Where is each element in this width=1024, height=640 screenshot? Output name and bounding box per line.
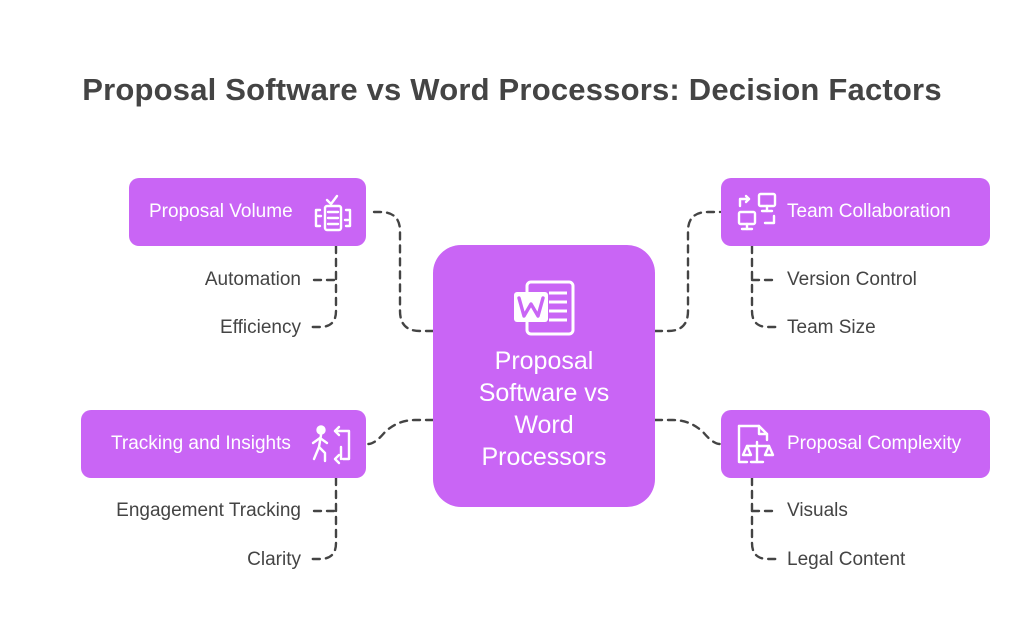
center-label: Proposal Software vs Word Processors bbox=[478, 347, 610, 471]
branch-proposal-complexity: Proposal Complexity bbox=[721, 410, 990, 478]
connector-proposal-volume bbox=[368, 210, 435, 333]
connector-version-control bbox=[750, 244, 778, 329]
sub-item-automation: Automation bbox=[204, 269, 301, 290]
checklist-icon bbox=[314, 194, 352, 232]
branch-tracking-insights: Tracking and Insights bbox=[81, 410, 366, 478]
sub-item-legal-content: Legal Content bbox=[787, 549, 906, 570]
connector-team-collaboration bbox=[653, 210, 722, 333]
sub-item-team-size: Team Size bbox=[787, 317, 876, 338]
sub-item-clarity: Clarity bbox=[247, 549, 301, 570]
diagram-title: Proposal Software vs Word Processors: De… bbox=[82, 72, 942, 107]
connector-proposal-complexity bbox=[653, 418, 722, 446]
connector-engagement-tracking bbox=[310, 476, 338, 561]
branch-label: Proposal Volume bbox=[149, 201, 293, 222]
branch-label: Tracking and Insights bbox=[111, 433, 291, 454]
sub-item-visuals: Visuals bbox=[787, 500, 848, 521]
connector-visuals bbox=[750, 476, 778, 561]
person-tracking-icon bbox=[311, 425, 351, 465]
sub-item-version-control: Version Control bbox=[787, 269, 917, 290]
word-document-icon bbox=[514, 280, 575, 336]
legal-document-icon bbox=[737, 424, 775, 464]
branch-proposal-volume: Proposal Volume bbox=[129, 178, 366, 246]
branch-label: Proposal Complexity bbox=[787, 433, 962, 454]
branch-team-collaboration: Team Collaboration bbox=[721, 178, 990, 246]
sub-item-efficiency: Efficiency bbox=[220, 317, 301, 338]
center-node: Proposal Software vs Word Processors bbox=[433, 245, 655, 507]
connector-automation bbox=[310, 244, 338, 329]
computers-sync-icon bbox=[737, 192, 777, 231]
connector-tracking-insights bbox=[366, 418, 435, 446]
branch-label: Team Collaboration bbox=[787, 201, 951, 222]
sub-item-engagement-tracking: Engagement Tracking bbox=[116, 500, 301, 521]
